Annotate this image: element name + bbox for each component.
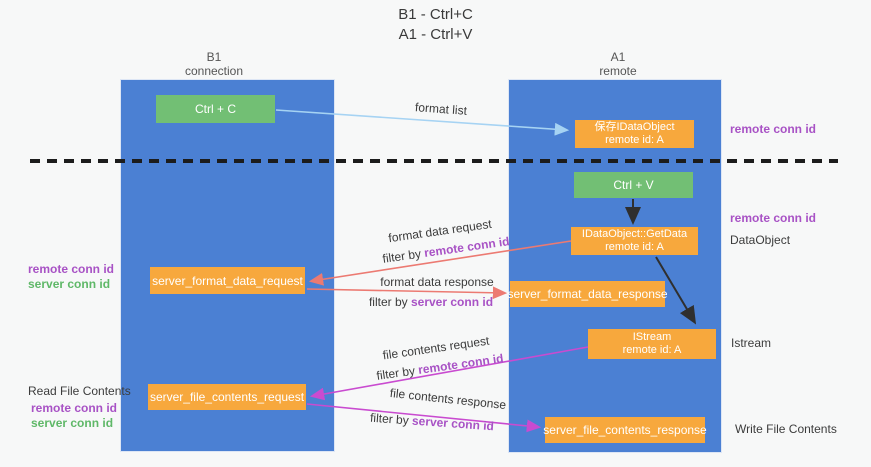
title-line-2: A1 - Ctrl+V (398, 26, 473, 43)
save-idataobject-node: 保存IDataObject remote id: A (575, 120, 694, 148)
server-format-data-response-label: server_format_data_response (507, 287, 668, 301)
right-column-name: A1 (610, 50, 626, 64)
getdata-line2: remote id: A (605, 241, 664, 253)
format-list-label: format list (414, 100, 468, 118)
right-column-subtitle: remote (599, 64, 637, 78)
ctrl-c-label: Ctrl + C (194, 102, 236, 116)
filter-by-text: filter by (368, 295, 411, 309)
file-contents-response-label: file contents response (389, 385, 507, 413)
left-server-conn-id-mid: server conn id (28, 277, 111, 291)
filter-by-text: filter by (369, 410, 413, 428)
server-file-contents-response-node: server_file_contents_response (543, 417, 707, 443)
write-file-contents-label: Write File Contents (735, 422, 837, 436)
dataobject-side-label: DataObject (730, 233, 791, 247)
right-column-header: A1 remote (538, 50, 698, 78)
save-idataobject-line1: 保存IDataObject (594, 121, 675, 133)
left-remote-conn-id-bottom: remote conn id (31, 401, 118, 415)
save-idataobject-line2: remote id: A (605, 134, 664, 146)
right-remote-conn-id-mid: remote conn id (730, 211, 817, 225)
server-format-data-request-node: server_format_data_request (150, 267, 305, 294)
server-conn-id-term: server conn id (410, 295, 494, 309)
istream-line2: remote id: A (622, 344, 682, 356)
title-line-1: B1 - Ctrl+C (398, 6, 473, 23)
istream-line1: IStream (632, 331, 672, 343)
server-format-data-request-label: server_format_data_request (152, 273, 303, 288)
format-data-response-arrow (306, 286, 508, 300)
read-file-contents-label: Read File Contents (28, 384, 131, 398)
left-column-name: B1 (206, 50, 222, 64)
diagram-title: B1 - Ctrl+C A1 - Ctrl+V (0, 5, 871, 45)
server-file-contents-request-node: server_file_contents_request (148, 384, 306, 410)
filter-by-text: filter by (375, 363, 420, 383)
filter-by-server-conn-id-label-1: filter by server conn id (369, 295, 493, 309)
right-remote-conn-id-top: remote conn id (730, 122, 817, 136)
istream-side-label: Istream (731, 336, 772, 350)
server-file-contents-request-label: server_file_contents_request (149, 390, 305, 404)
ctrl-v-node: Ctrl + V (574, 172, 693, 198)
ctrl-c-node: Ctrl + C (156, 95, 275, 123)
filter-by-server-conn-id-label-2: filter by server conn id (370, 411, 495, 434)
server-file-contents-response-label: server_file_contents_response (543, 423, 707, 437)
istream-node: IStream remote id: A (588, 329, 716, 359)
left-column-header: B1 connection (134, 50, 294, 78)
ctrl-v-label: Ctrl + V (613, 178, 654, 192)
server-format-data-response-node: server_format_data_response (507, 281, 668, 307)
idataobject-getdata-node: IDataObject::GetData remote id: A (571, 227, 698, 255)
left-remote-conn-id-mid: remote conn id (28, 262, 115, 276)
filter-by-text: filter by (381, 246, 426, 266)
getdata-line1: IDataObject::GetData (581, 228, 688, 240)
left-server-conn-id-bottom: server conn id (31, 416, 114, 430)
left-column-subtitle: connection (184, 64, 244, 78)
server-conn-id-term: server conn id (411, 413, 495, 434)
format-data-response-label: format data response (380, 275, 494, 289)
